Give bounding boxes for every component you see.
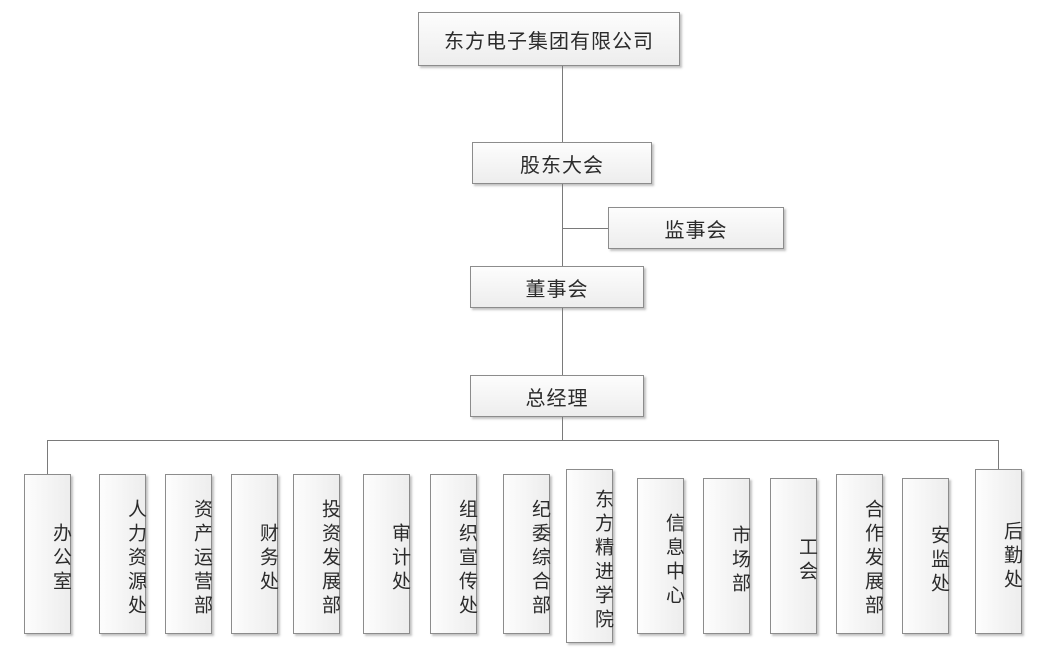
department-node-3[interactable]: 财务处 bbox=[231, 474, 279, 634]
department-node-13[interactable]: 安监处 bbox=[902, 478, 950, 634]
department-node-label: 审计处 bbox=[389, 523, 411, 595]
org-node-company[interactable]: 东方电子集团有限公司 bbox=[418, 12, 680, 66]
department-node-label: 安监处 bbox=[928, 525, 950, 597]
department-node-10[interactable]: 市场部 bbox=[703, 478, 751, 634]
org-node-label: 总经理 bbox=[525, 385, 589, 410]
connector-line bbox=[562, 184, 563, 266]
department-node-2[interactable]: 资产运营部 bbox=[165, 474, 213, 634]
department-node-label: 后勤处 bbox=[1001, 520, 1023, 593]
department-node-4[interactable]: 投资发展部 bbox=[293, 474, 341, 634]
department-node-label: 组织宣传处 bbox=[456, 499, 478, 619]
department-node-9[interactable]: 信息中心 bbox=[637, 478, 685, 634]
org-node-label: 东方电子集团有限公司 bbox=[444, 28, 654, 53]
department-node-label: 信息中心 bbox=[663, 513, 685, 609]
department-node-12[interactable]: 合作发展部 bbox=[836, 474, 884, 634]
org-node-board[interactable]: 董事会 bbox=[470, 266, 644, 308]
department-node-label: 办公室 bbox=[50, 523, 72, 595]
department-node-11[interactable]: 工会 bbox=[770, 478, 818, 634]
department-node-5[interactable]: 审计处 bbox=[363, 474, 411, 634]
department-node-label: 市场部 bbox=[729, 525, 751, 597]
department-node-7[interactable]: 纪委综合部 bbox=[503, 474, 551, 634]
department-node-label: 纪委综合部 bbox=[529, 499, 551, 619]
department-node-label: 财务处 bbox=[257, 523, 279, 595]
connector-line bbox=[47, 440, 998, 441]
org-node-label: 监事会 bbox=[664, 217, 728, 242]
connector-line bbox=[562, 417, 563, 440]
department-node-8[interactable]: 东方精进学院 bbox=[566, 469, 614, 643]
org-node-label: 股东大会 bbox=[520, 152, 604, 177]
department-node-0[interactable]: 办公室 bbox=[24, 474, 72, 634]
department-node-14[interactable]: 后勤处 bbox=[975, 469, 1023, 634]
connector-line bbox=[998, 440, 999, 469]
connector-line bbox=[47, 440, 48, 474]
department-node-label: 资产运营部 bbox=[191, 499, 213, 619]
org-node-gm[interactable]: 总经理 bbox=[470, 375, 644, 417]
department-node-label: 东方精进学院 bbox=[592, 489, 614, 633]
org-node-label: 董事会 bbox=[525, 276, 589, 301]
department-node-1[interactable]: 人力资源处 bbox=[99, 474, 147, 634]
connector-line bbox=[562, 66, 563, 142]
connector-line bbox=[562, 308, 563, 375]
department-node-label: 工会 bbox=[796, 537, 818, 585]
connector-line bbox=[562, 228, 608, 229]
department-node-label: 投资发展部 bbox=[319, 499, 341, 619]
department-node-label: 人力资源处 bbox=[125, 499, 147, 619]
org-node-sup[interactable]: 监事会 bbox=[608, 207, 784, 249]
department-node-label: 合作发展部 bbox=[862, 499, 884, 619]
org-node-sh[interactable]: 股东大会 bbox=[472, 142, 652, 184]
department-node-6[interactable]: 组织宣传处 bbox=[430, 474, 478, 634]
